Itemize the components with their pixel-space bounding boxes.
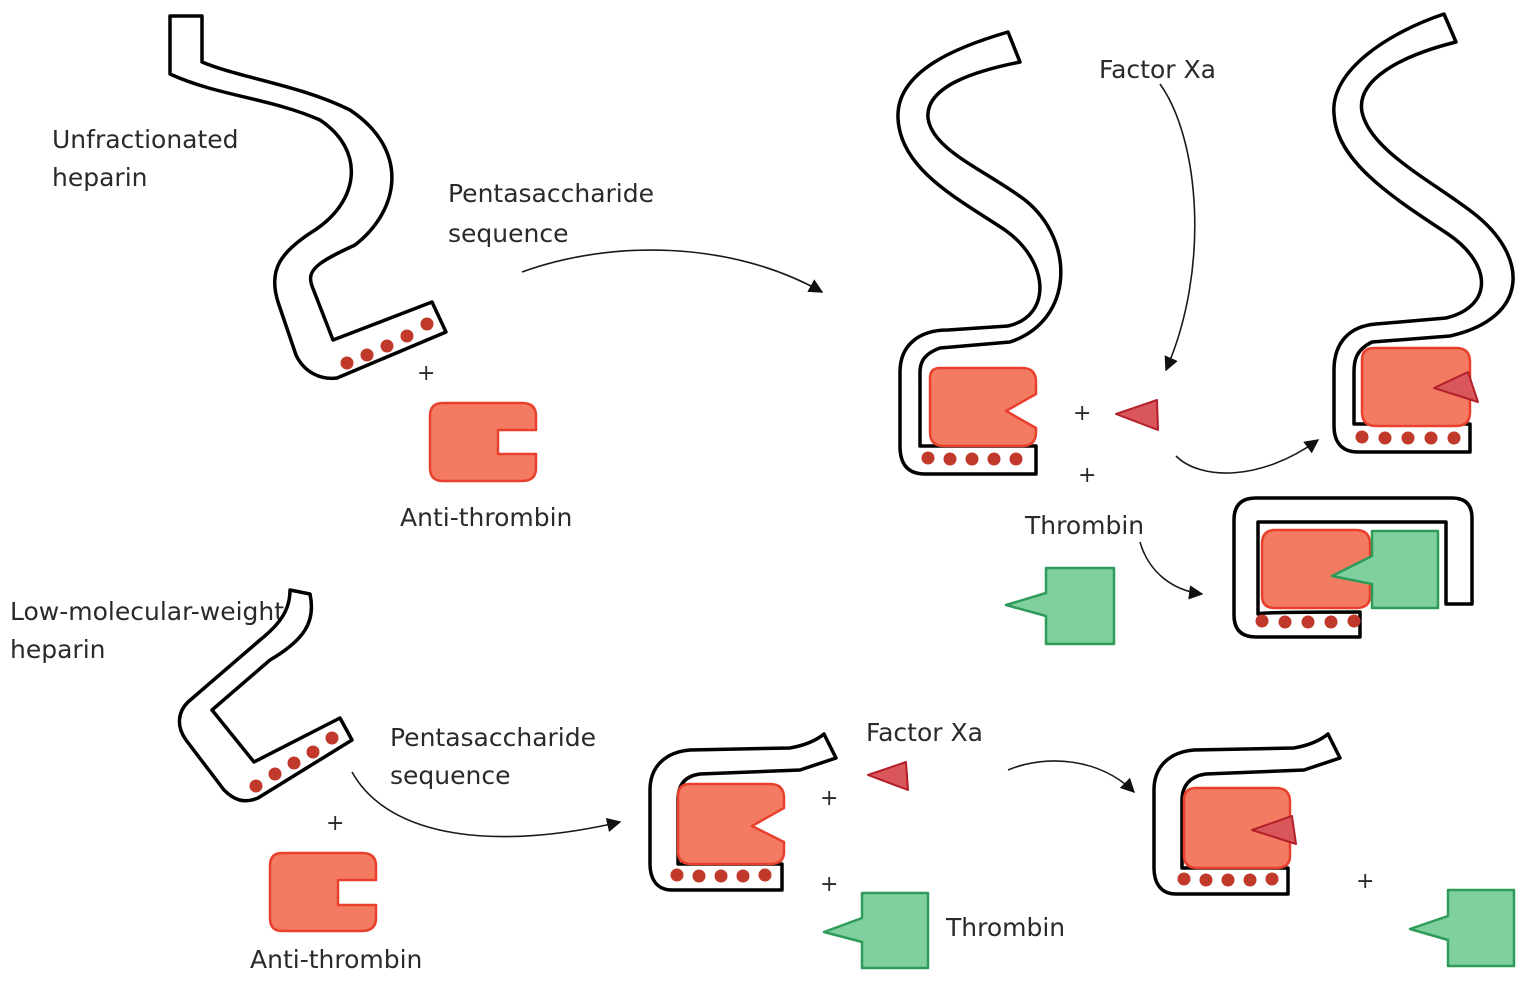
binding-arrow [351, 771, 622, 838]
thrombin-arrow [1139, 541, 1204, 600]
lmw-heparin-antithrombin-complex-chain [648, 732, 838, 892]
antithrombin-bound [928, 366, 1038, 448]
antithrombin-bound [1360, 346, 1472, 428]
pentasaccharide-sequence-dots [340, 317, 434, 370]
factor-xa-arrow [1159, 83, 1196, 372]
antithrombin-bound [1260, 528, 1372, 610]
thrombin-label: Thrombin [1024, 511, 1144, 540]
thrombin-molecule [822, 891, 930, 970]
thrombin-molecule-free [1408, 888, 1516, 968]
unfractionated-heparin-label: Unfractionated heparin [52, 125, 247, 192]
inhibition-arrow [1007, 760, 1136, 794]
thrombin-label: Thrombin [945, 913, 1065, 942]
plus-sign: + [820, 786, 838, 811]
factor-xa-label: Factor Xa [866, 718, 983, 747]
plus-sign: + [326, 811, 344, 836]
plus-sign: + [1073, 401, 1091, 426]
plus-sign: + [417, 361, 435, 386]
heparin-antithrombin-xa-complex-chain [1332, 12, 1515, 454]
plus-sign: + [1356, 869, 1374, 894]
plus-sign: + [1078, 463, 1096, 488]
pentasaccharide-sequence-dots [1255, 614, 1361, 629]
pentasaccharide-sequence-dots [249, 731, 339, 793]
thrombin-bound [1330, 529, 1440, 610]
pentasaccharide-sequence-dots [1177, 872, 1279, 887]
pentasaccharide-sequence-label: Pentasaccharide sequence [448, 179, 662, 248]
factor-xa-label: Factor Xa [1099, 55, 1216, 84]
unfractionated-heparin-chain [168, 14, 448, 381]
antithrombin-bound [676, 782, 786, 866]
thrombin-molecule [1004, 566, 1116, 646]
antithrombin-label: Anti-thrombin [400, 503, 572, 532]
antithrombin-bound [1182, 786, 1292, 870]
pentasaccharide-sequence-dots [1355, 430, 1461, 445]
pentasaccharide-sequence-label: Pentasaccharide sequence [390, 723, 604, 790]
binding-arrow [521, 249, 824, 293]
antithrombin-label: Anti-thrombin [250, 945, 422, 974]
lmw-heparin-label: Low-molecular-weight heparin [10, 597, 292, 664]
pentasaccharide-sequence-dots [670, 868, 772, 883]
plus-sign: + [820, 872, 838, 897]
antithrombin-molecule [428, 401, 538, 483]
pentasaccharide-sequence-dots [921, 451, 1023, 466]
lmw-heparin-antithrombin-xa-complex-chain [1152, 732, 1342, 896]
antithrombin-molecule [268, 851, 378, 933]
factor-xa-molecule [867, 761, 909, 791]
factor-xa-bound [1251, 815, 1297, 845]
inhibition-arrow [1175, 439, 1320, 474]
heparin-antithrombin-complex-chain [896, 30, 1063, 476]
factor-xa-molecule [1115, 399, 1159, 431]
factor-xa-bound [1433, 371, 1479, 403]
